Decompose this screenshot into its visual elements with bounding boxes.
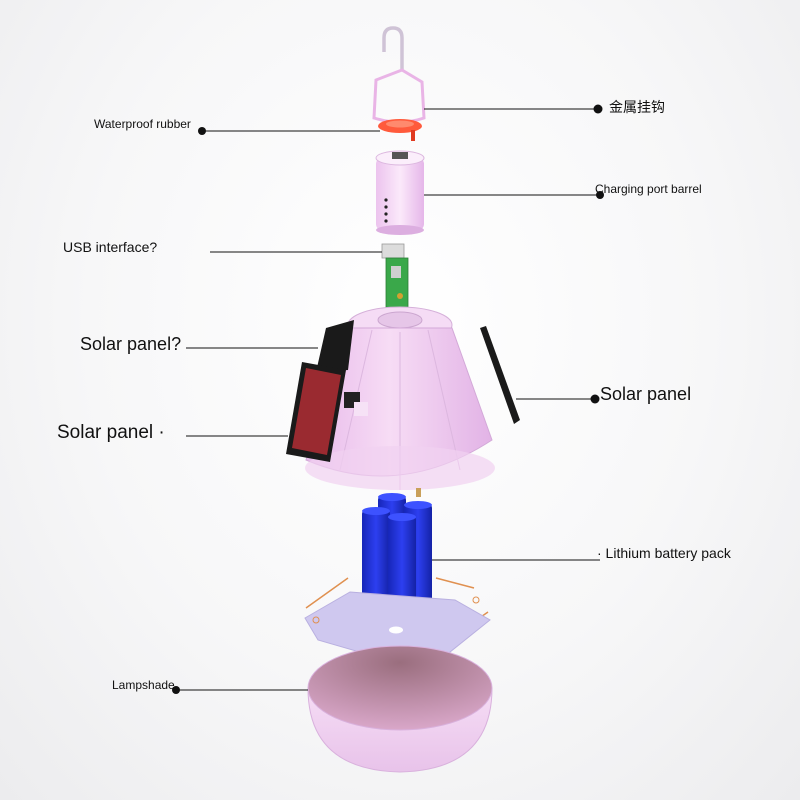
- solar-panel-right: [480, 326, 520, 424]
- label-solar-panel-right: Solar panel: [600, 384, 692, 404]
- waterproof-rubber-ring: [378, 119, 422, 141]
- label-usb-interface: USB interface?: [63, 239, 158, 255]
- label-charging-port-barrel: Charging port barrel: [595, 182, 702, 196]
- callout-lines: [172, 104, 604, 694]
- solar-panel-top-left: [316, 320, 354, 372]
- metal-hook: [372, 26, 426, 124]
- lampshade-dome: [307, 645, 493, 773]
- label-lampshade: Lampshade: [112, 678, 175, 692]
- label-solar-panel-top-left: Solar panel?: [80, 334, 182, 354]
- label-waterproof-rubber: Waterproof rubber: [94, 117, 191, 131]
- label-solar-panel-left: Solar panel ·: [57, 422, 165, 443]
- label-lithium-battery-pack: · Lithium battery pack: [597, 545, 731, 561]
- charging-port-barrel: [375, 150, 425, 235]
- main-body-housing: [305, 327, 495, 490]
- label-metal-hook: 金属挂钩: [609, 99, 665, 115]
- led-base-plate: [304, 591, 491, 669]
- lithium-battery-pack: [362, 488, 432, 618]
- solar-panel-left: [286, 362, 346, 462]
- usb-interface-board: [381, 243, 409, 311]
